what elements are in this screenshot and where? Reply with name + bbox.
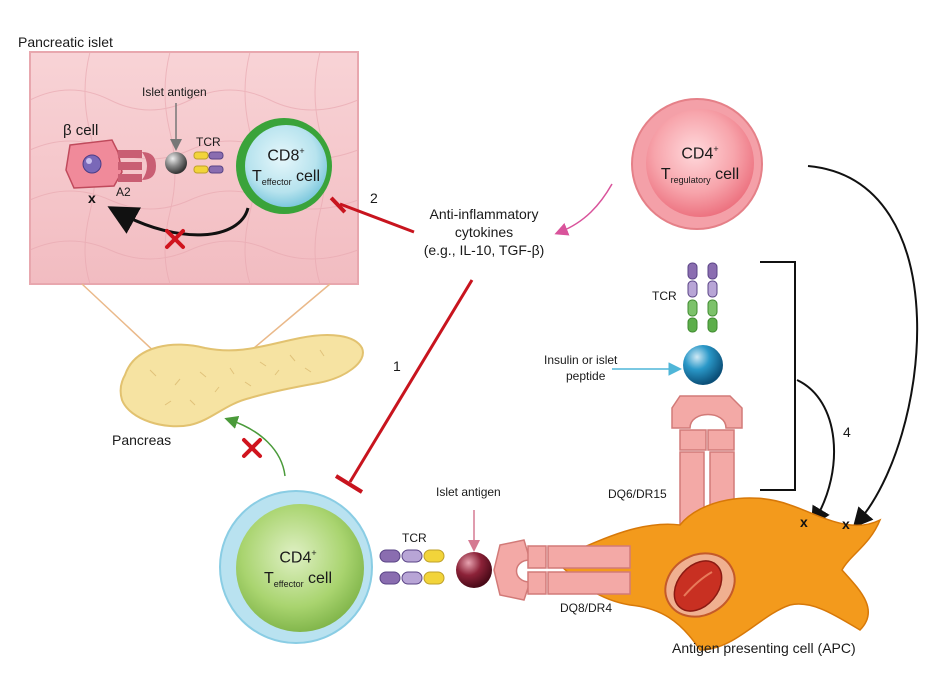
insulin-peptide-ball: [683, 345, 723, 385]
label-islet-antigen-top: Islet antigen: [142, 85, 207, 99]
treg-label-sup: +: [713, 144, 719, 154]
x-mark-beta: x: [88, 190, 96, 206]
label-step-4: 4: [843, 424, 851, 440]
label-tcr-top: TCR: [196, 135, 221, 149]
inhibit-bar-2: [329, 196, 347, 214]
cd8-label-t: T: [251, 168, 262, 186]
inhibit-bar-1: [334, 474, 364, 494]
cd8-label-sup: +: [299, 146, 305, 156]
block-cross-islet: [165, 229, 185, 249]
teff-label-sub: effector: [273, 579, 304, 590]
cd4-teffector-cell: [219, 490, 373, 644]
dq8-dr4-molecule: [493, 539, 631, 601]
label-dq6-dr15: DQ6/DR15: [608, 487, 667, 501]
label-beta-cell: β cell: [63, 122, 99, 139]
label-apc: Antigen presenting cell (APC): [672, 640, 856, 656]
label-step-2: 2: [370, 190, 378, 206]
teff-label-sup: +: [311, 548, 317, 558]
cd8-label-tail: cell: [296, 168, 321, 186]
treg-label-t: T: [660, 166, 671, 184]
block-cross-pancreas: [242, 438, 262, 458]
label-dq8-dr4: DQ8/DR4: [560, 601, 613, 615]
treg-label-sub: regulatory: [670, 175, 711, 186]
tcr-right: [687, 262, 718, 333]
label-tcr-bottom: TCR: [402, 531, 427, 545]
teff-label-tail: cell: [308, 570, 333, 588]
teff-label-t: T: [263, 570, 274, 588]
arrow-step-4: [796, 379, 836, 527]
x-mark-1: x: [800, 514, 808, 530]
inhibit-line-2: [339, 202, 415, 234]
cd8-cell-label: CD8+ Teffector cell: [244, 146, 328, 188]
teff-cell-label: CD4+ Teffector cell: [248, 548, 348, 590]
label-anti-inflammatory: Anti-inflammatory cytokines (e.g., IL-10…: [404, 206, 564, 258]
cd8-label-main: CD8: [267, 147, 300, 165]
label-step-1: 1: [393, 358, 401, 374]
inhibit-line-1: [348, 279, 474, 483]
label-insulin-2: peptide: [566, 369, 606, 383]
teff-label-main: CD4: [279, 549, 312, 567]
label-anti-inflammatory-2: cytokines: [454, 224, 514, 241]
treg-cell-label: CD4+ Tregulatory cell: [652, 144, 748, 186]
cd4-tregulatory-cell: [631, 98, 763, 230]
cd8-label-sub: effector: [261, 177, 292, 188]
treg-label-main: CD4: [681, 145, 714, 163]
label-tcr-right: TCR: [652, 289, 677, 303]
islet-antigen-ball-bottom: [456, 552, 492, 588]
label-islet-antigen-bottom: Islet antigen: [436, 485, 501, 499]
islet-antigen-ball-top: [165, 152, 187, 174]
label-anti-inflammatory-3: (e.g., IL-10, TGF-β): [423, 242, 545, 259]
label-anti-inflammatory-1: Anti-inflammatory: [429, 206, 539, 222]
label-pancreatic-islet: Pancreatic islet: [18, 34, 113, 50]
label-insulin-1: Insulin or islet: [544, 353, 618, 367]
tcr-bottom: [379, 549, 445, 585]
apc-cell: [553, 497, 882, 651]
x-mark-2: x: [842, 516, 850, 532]
cytokine-release-arrow: [554, 183, 613, 236]
pancreas-organ: [119, 334, 364, 428]
label-pancreas: Pancreas: [112, 432, 172, 448]
label-a2: A2: [116, 185, 131, 199]
arrow-treg-suppress: [807, 165, 919, 529]
beta-cell: [65, 139, 156, 189]
treg-label-tail: cell: [715, 166, 740, 184]
tcr-top: [193, 151, 224, 174]
cd8-teffector-cell: [236, 118, 332, 214]
damage-arrow-pancreas: [224, 415, 286, 477]
interaction-bracket: [760, 261, 796, 491]
cytotoxic-arrow: [107, 206, 250, 237]
